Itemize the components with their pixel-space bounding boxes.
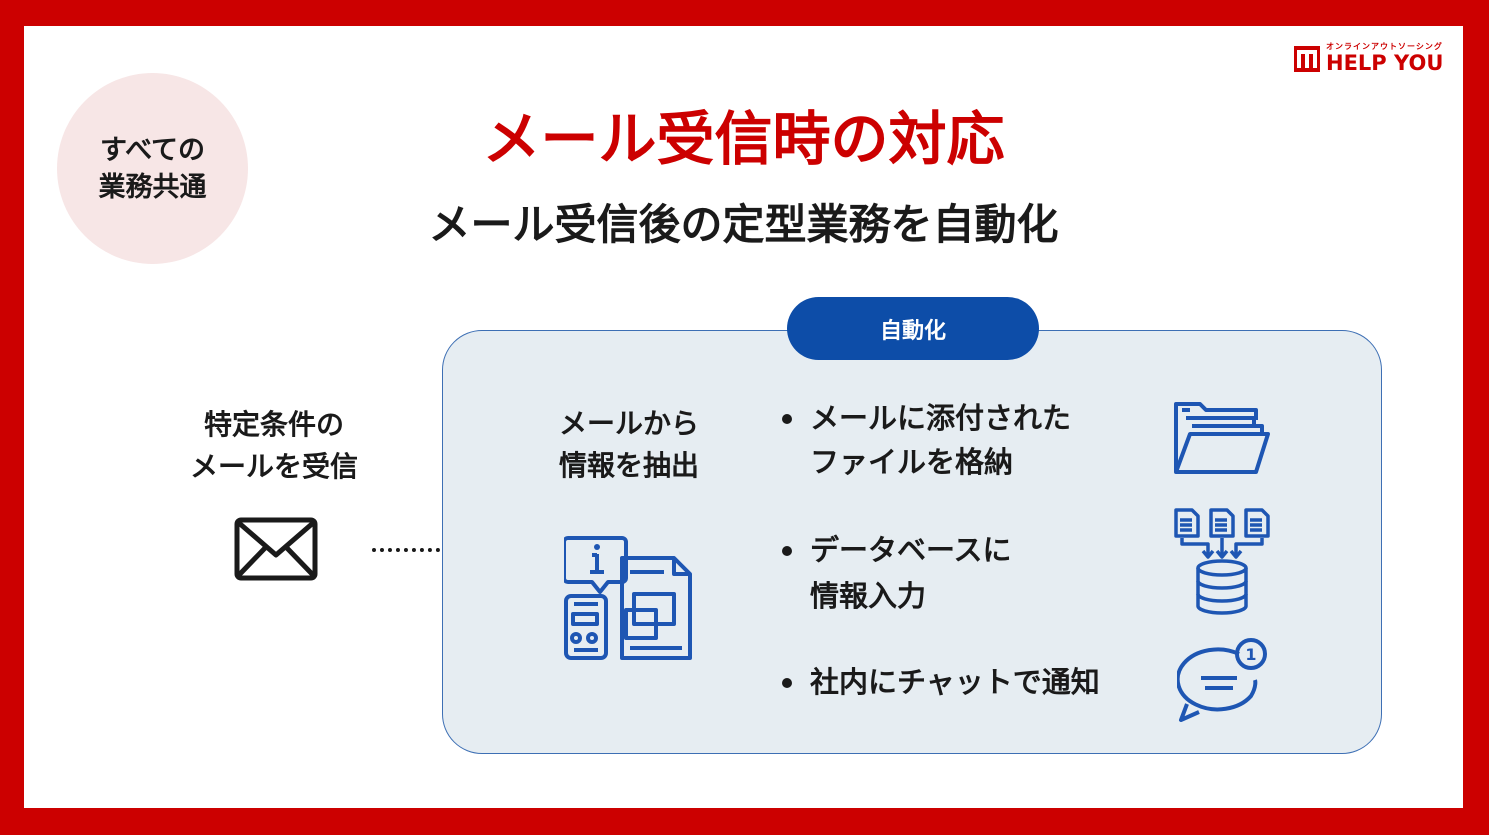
logo-tagline: オンラインアウトソーシング	[1326, 42, 1443, 51]
badge-line-1: すべての	[99, 134, 206, 166]
extract-line-2: 情報を抽出	[558, 449, 699, 482]
help-you-logo: オンラインアウトソーシング HELP YOU	[1294, 40, 1454, 80]
trigger-label: 特定条件の メールを受信	[154, 404, 394, 488]
bullet-dot	[782, 678, 792, 688]
item-file-line-2: ファイルを格納	[810, 445, 1014, 479]
envelope-icon	[234, 517, 318, 581]
item-file-line-1: メールに添付された	[810, 401, 1072, 435]
automation-pill: 自動化	[787, 297, 1039, 360]
page-subtitle: メール受信後の定型業務を自動化	[428, 200, 1059, 249]
slide-canvas: オンラインアウトソーシング HELP YOU すべての 業務共通 メール受信時の…	[24, 26, 1463, 808]
bullet-dot	[782, 546, 792, 556]
trigger-line-1: 特定条件の	[203, 408, 344, 441]
extract-label: メールから 情報を抽出	[529, 403, 729, 487]
folder-icon	[1172, 398, 1272, 476]
document-info-icon	[562, 530, 694, 662]
automation-panel	[442, 330, 1382, 754]
chat-notification-count: 1	[1245, 645, 1256, 664]
trigger-line-2: メールを受信	[189, 450, 358, 483]
logo-mark-icon	[1294, 46, 1320, 72]
extract-line-1: メールから	[558, 407, 699, 440]
connector-dotted-line	[372, 548, 480, 552]
database-icon	[1170, 506, 1274, 618]
page-title: メール受信時の対応	[482, 105, 1005, 173]
item-db-line-2: 情報入力	[810, 579, 927, 613]
item-chat-line-1: 社内にチャットで通知	[810, 665, 1100, 699]
logo-name: HELP YOU	[1326, 51, 1444, 75]
category-badge: すべての 業務共通	[57, 73, 248, 264]
chat-icon: 1	[1175, 636, 1271, 724]
badge-line-2: 業務共通	[98, 171, 207, 203]
bullet-dot	[782, 414, 792, 424]
item-db-line-1: データベースに	[810, 533, 1012, 567]
